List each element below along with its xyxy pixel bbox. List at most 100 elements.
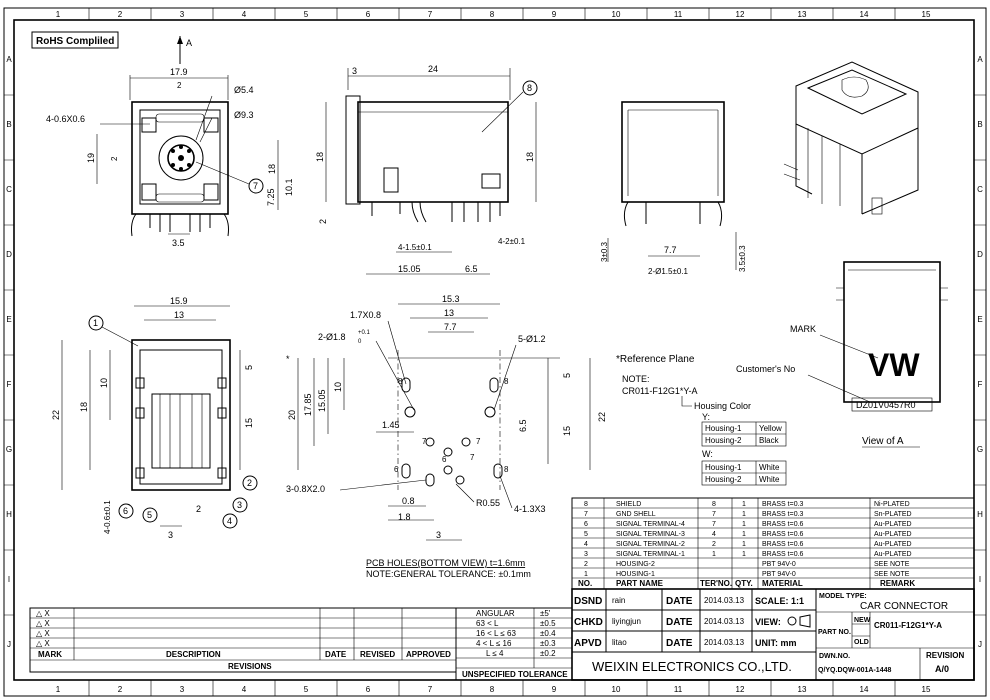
grid-row-label: F <box>7 380 12 389</box>
housing-1-label: Housing-1 <box>705 424 742 433</box>
bom-cell: Au-PLATED <box>874 551 912 558</box>
bom-cell: PBT 94V-0 <box>762 571 796 578</box>
bom-cell: SEE NOTE <box>874 571 910 578</box>
grid-col-label: 10 <box>612 10 621 19</box>
dim-slot: 1.7X0.8 <box>350 310 381 320</box>
bom-cell: HOUSING-2 <box>616 561 655 568</box>
bom-header: NO. PART NAME TER'NO. QTY. MATERIAL REMA… <box>578 579 915 588</box>
dim-10: 10 <box>333 382 343 392</box>
grid-rows: A B C D E F G H I J A B C D E F G H I J <box>6 55 983 649</box>
designer-name: rain <box>612 596 625 605</box>
housing-color-label: Housing Color <box>694 401 751 411</box>
bom-cell: 4 <box>712 531 716 538</box>
grid-row-label: G <box>6 445 12 454</box>
tol-footer: UNSPECIFIED TOLERANCE <box>462 670 568 679</box>
grid-row-label: H <box>977 510 983 519</box>
bom-cell: 1 <box>742 511 746 518</box>
pcb-holes-view: 15.3 13 7.7 1.7X0.8 2-Ø1.8 +0.1 0 5-Ø1.2… <box>286 294 607 579</box>
view-of-a: VW DZ01V0457R0 MARK Customer's No View o… <box>736 261 948 448</box>
bom-cell: 3 <box>584 551 588 558</box>
date-label: DATE <box>666 617 693 628</box>
bom-cell: 6 <box>584 521 588 528</box>
tolerance-table: ANGULAR ±5' 63 < L ±0.5 16 < L ≤ 63 ±0.4… <box>455 607 573 681</box>
balloon-label: 5 <box>147 510 152 520</box>
tol-range: 16 < L ≤ 63 <box>476 629 516 638</box>
rev-header-cell: DESCRIPTION <box>166 650 221 659</box>
grid-col-label: 8 <box>490 10 495 19</box>
bom-cell: BRASS t=0.3 <box>762 511 804 518</box>
grid-row-label: D <box>977 250 983 259</box>
grid-col-label: 2 <box>118 685 123 694</box>
grid-col-label: 12 <box>736 685 745 694</box>
bom-cell: 2 <box>584 561 588 568</box>
bom-cell: 7 <box>584 511 588 518</box>
model-type: CAR CONNECTOR <box>860 601 948 612</box>
grid-row-label: E <box>977 315 982 324</box>
design-date: 2014.03.13 <box>704 596 745 605</box>
bom-cell: 7 <box>712 511 716 518</box>
balloon <box>222 513 238 529</box>
dim-pegs: 4-2±0.1 <box>498 237 526 246</box>
grid-row-label: G <box>977 445 983 454</box>
grid-row-label: F <box>978 380 983 389</box>
dim-65: 6.5 <box>465 264 478 274</box>
dim-5: 5 <box>562 373 572 378</box>
date-label: DATE <box>666 596 693 607</box>
isometric-view <box>783 61 919 215</box>
tol-value: ±0.3 <box>540 639 556 648</box>
y-color-table: Housing-1 Yellow Housing-2 Black <box>701 421 787 447</box>
pcb-caption: PCB HOLES(BOTTOM VIEW) t=1.6mm <box>366 558 525 568</box>
bottom-view: 15.9 13 22 18 10 5 15 4-0.6±0.1 3 2 1 2 … <box>51 296 258 540</box>
grid-col-label: 6 <box>366 685 371 694</box>
balloon <box>88 315 104 331</box>
grid-col-label: 3 <box>180 685 185 694</box>
model-type-label: MODEL TYPE: <box>819 593 867 600</box>
dim-18: 1.8 <box>398 512 411 522</box>
dim-15: 15 <box>244 418 254 428</box>
w-color-table: Housing-1 White Housing-2 White <box>701 460 787 486</box>
grid-row-label: D <box>6 250 12 259</box>
tol-range: 4 < L ≤ 16 <box>476 639 512 648</box>
tol-value: ±0.4 <box>540 629 556 638</box>
approve-date: 2014.03.13 <box>704 638 745 647</box>
bom-cell: HOUSING-1 <box>616 571 655 578</box>
bom-cell: SHIELD <box>616 501 641 508</box>
dim-peg-dia: 2-Ø1.8 <box>318 332 346 342</box>
grid-col-label: 5 <box>304 685 309 694</box>
drawing-number: Q/YQ.DQW-001A-1448 <box>818 667 891 674</box>
dim-145: 1.45 <box>382 420 400 430</box>
dim-h101: 10.1 <box>284 178 294 196</box>
grid-col-label: 10 <box>612 685 621 694</box>
dim-20: 20 <box>287 410 297 420</box>
tol-range: L ≤ 4 <box>486 649 504 658</box>
dim-h18: 18 <box>267 164 277 174</box>
balloon <box>522 80 538 96</box>
bom-cell: 2 <box>712 541 716 548</box>
dim-tol-lower: 0 <box>358 339 362 345</box>
bom-cell: Au-PLATED <box>874 541 912 548</box>
grid-row-label: J <box>7 640 11 649</box>
rev-header-cell: REVISED <box>360 650 395 659</box>
dim-1505: 15.05 <box>317 389 327 412</box>
grid-col-label: 4 <box>242 10 247 19</box>
grid-row-label: C <box>977 185 983 194</box>
bom-cell: Sn-PLATED <box>874 511 912 518</box>
tol-value: ±0.2 <box>540 649 556 658</box>
bom-cell: BRASS t=0.3 <box>762 501 804 508</box>
dim-153: 15.3 <box>442 294 460 304</box>
revision-row: △ X <box>36 609 50 618</box>
dim-hole-dia: 5-Ø1.2 <box>518 334 546 344</box>
dim-h18-left: 18 <box>315 152 325 162</box>
note-part-number: CR011-F12G1*Y-A <box>622 386 698 396</box>
end-view: 7.7 2-Ø1.5±0.1 3±0.3 3.5±0.3 <box>600 101 747 276</box>
dim-slots: 3-0.8X2.0 <box>286 484 325 494</box>
dim-h725: 7.25 <box>266 188 276 206</box>
housing-1-label: Housing-1 <box>705 463 742 472</box>
grid-col-label: 11 <box>674 10 683 19</box>
bom-cell: SIGNAL TERMINAL-1 <box>616 551 685 558</box>
dim-radius: R0.55 <box>476 498 500 508</box>
tolerance-note: NOTE:GENERAL TOLERANCE: ±0.1mm <box>366 569 531 579</box>
outer-frame <box>3 7 987 697</box>
